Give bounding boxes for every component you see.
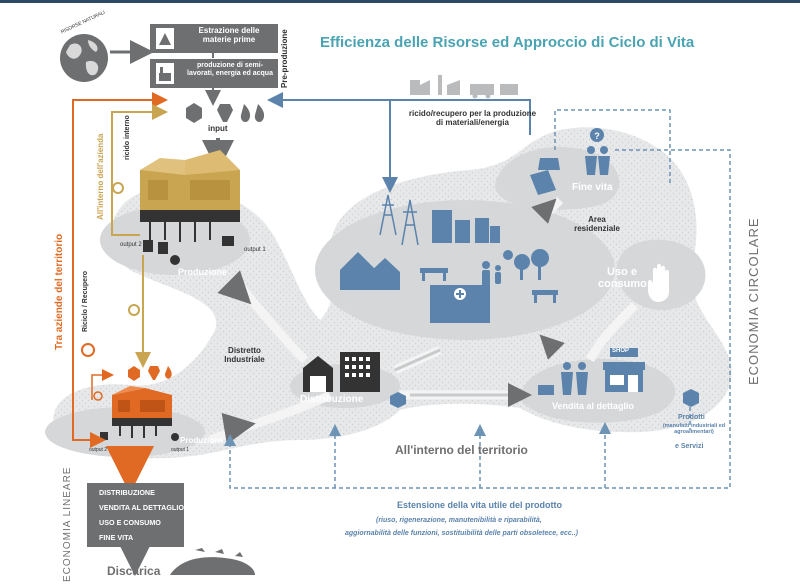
- orange-factory-icon: [100, 386, 179, 441]
- landfill-label: Discarica: [107, 564, 161, 578]
- output2-label-bottom: output 2: [89, 447, 108, 453]
- page-title: Efficienza delle Risorse ed Approccio di…: [320, 34, 695, 51]
- distretto-label: Distretto Industriale: [224, 346, 265, 364]
- products-label: Prodotti: [678, 414, 705, 421]
- output1-label-top: output 1: [244, 247, 266, 253]
- recycle-bin-icon: [530, 158, 560, 195]
- svg-text:?: ?: [594, 131, 600, 141]
- production-label-top: Produzione: [178, 267, 227, 277]
- family-icon: [482, 261, 501, 286]
- pre-production-label: Pre-produzione: [280, 29, 289, 88]
- warehouse-icon: [303, 352, 380, 392]
- input-label: input: [208, 124, 228, 133]
- hospital-icon: [430, 285, 490, 323]
- shop-sign: SHOP: [612, 348, 630, 354]
- circular-economy-label: ECONOMIA CIRCOLARE: [746, 217, 761, 385]
- trees-icon: [503, 249, 549, 280]
- use-consumption-label: Uso e consumo: [598, 266, 647, 291]
- tra-aziende-label: Tra aziende del territorio: [54, 233, 65, 350]
- ricido-label: ricido/recupero per la produzione di mat…: [408, 109, 537, 127]
- production-label-bottom: Produzione: [180, 436, 224, 445]
- retail-label: Vendita al dettaglio: [552, 401, 635, 411]
- end-of-life-label: Fine vita: [572, 182, 613, 193]
- end-of-life-people-icon: [585, 128, 610, 175]
- shoppers-icon: [538, 362, 588, 395]
- riciclo-recupero-label: Riciclo / Recupero: [82, 270, 89, 332]
- extraction-label: Estrazione delle materie prime: [198, 26, 260, 44]
- semi-production-label: produzione di semi-lavorati, energia ed …: [187, 62, 273, 77]
- output2-label-top: output 2: [120, 242, 142, 248]
- recycling-plants-icon: [410, 75, 518, 99]
- orange-input-icons: [128, 366, 172, 381]
- gold-factory-icon: [140, 150, 240, 265]
- distribution-label: Distribuzione: [300, 394, 364, 405]
- products-sub-label: (manufatti industriali ed agroalimentari…: [662, 423, 726, 436]
- power-pylons-icon: [379, 194, 419, 246]
- residential-area-label: Area residenziale: [574, 215, 620, 233]
- input-icons: [186, 103, 265, 123]
- extension-title: Estensione della vita utile del prodotto: [397, 500, 563, 510]
- linear-steps-box: DISTRIBUZIONE VENDITA AL DETTAGLIO USO E…: [87, 483, 184, 547]
- all-interno-azienda-label: All'interno dell'azienda: [96, 133, 105, 220]
- houses-icon: [340, 252, 400, 290]
- output1-label-bottom: output 1: [171, 447, 190, 453]
- bench-icon: [420, 268, 558, 303]
- product-cube-icon: [683, 389, 699, 407]
- hand-icon: [648, 263, 669, 302]
- linear-step-distribution: DISTRIBUZIONE: [99, 488, 155, 497]
- landfill-icon: [170, 548, 255, 575]
- city-buildings-icon: [432, 210, 500, 243]
- extension-sub1: (riuso, rigenerazione, manutenibilità e …: [376, 517, 542, 524]
- ricido-interno-label: ricido interno: [124, 115, 131, 160]
- linear-step-retail: VENDITA AL DETTAGLIO: [99, 503, 184, 512]
- services-label: e Servizi: [675, 443, 704, 450]
- linear-step-end-of-life: FINE VITA: [99, 533, 134, 542]
- shop-icon: [603, 348, 645, 392]
- territory-label: All'interno del territorio: [395, 443, 528, 457]
- linear-step-use: USO E CONSUMO: [99, 518, 161, 527]
- globe-icon: [60, 34, 108, 82]
- linear-economy-label: ECONOMIA LINEARE: [62, 466, 73, 582]
- extension-sub2: aggiornabilità delle funzioni, sostituib…: [345, 530, 578, 537]
